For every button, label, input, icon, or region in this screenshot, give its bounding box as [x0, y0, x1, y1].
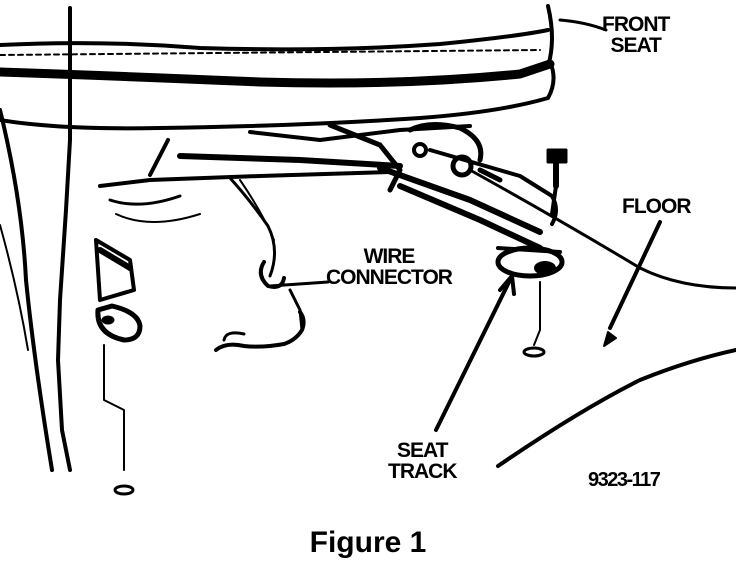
figure-number: 9323-117 [588, 469, 661, 491]
wire-connector-label-line2: CONNECTOR [326, 266, 453, 289]
floor-contour [468, 168, 736, 468]
left-track-foot [94, 238, 143, 496]
floor-leader [603, 220, 662, 347]
right-track-foot [495, 245, 565, 279]
seat-frame [98, 122, 472, 223]
door-pillar [0, 6, 72, 472]
wire-harness [214, 176, 306, 352]
floor-label: FLOOR [622, 195, 691, 218]
seat-track-label: SEAT TRACK [388, 440, 457, 482]
front-seat-label-line2: SEAT [610, 34, 661, 57]
front-seat-label: FRONT SEAT [602, 13, 670, 57]
front-seat-label-line1: FRONT [602, 13, 670, 36]
seat-track-label-line1: SEAT [397, 439, 448, 462]
seat-cushion [0, 4, 556, 131]
figure-caption: Figure 1 [309, 526, 427, 559]
seat-track-rail [377, 122, 558, 251]
wire-connector-leader [268, 280, 330, 288]
wire-connector-label: WIRE CONNECTOR [326, 245, 453, 289]
wire-connector-label-line1: WIRE [363, 245, 416, 268]
seat-track-leader [434, 274, 516, 432]
seat-track-label-line2: TRACK [388, 460, 457, 483]
bolt [522, 148, 568, 358]
front-seat-leader [558, 18, 608, 32]
